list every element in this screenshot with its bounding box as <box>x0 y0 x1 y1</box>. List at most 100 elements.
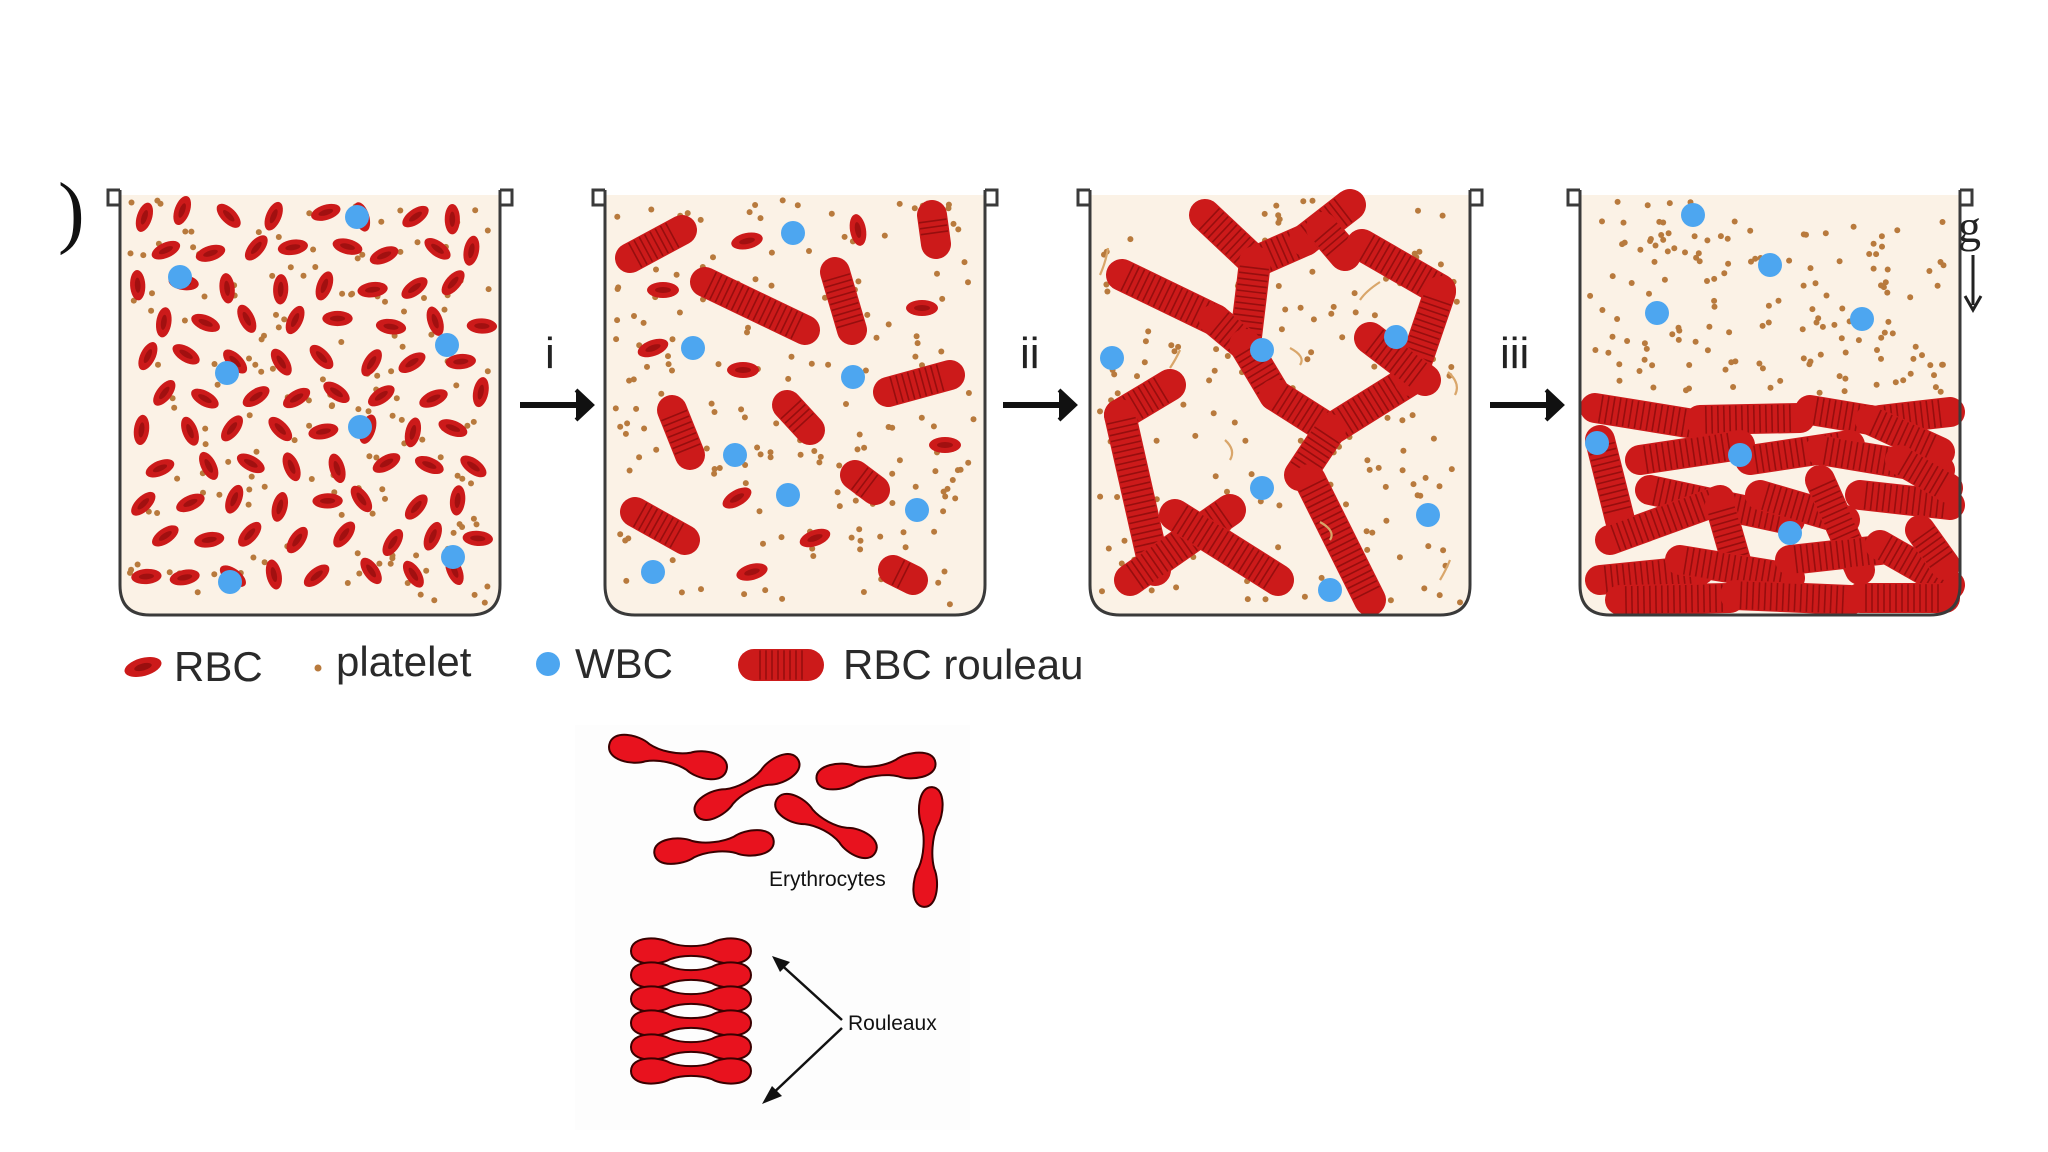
platelet <box>653 266 659 273</box>
step-label-i: i <box>545 329 555 378</box>
platelet <box>202 425 209 432</box>
platelet <box>836 503 843 510</box>
platelet <box>1665 230 1672 237</box>
platelet <box>779 595 786 602</box>
platelet <box>1210 410 1217 417</box>
platelet <box>1097 408 1103 415</box>
platelet <box>678 589 685 596</box>
platelet <box>437 454 444 461</box>
platelet <box>485 286 492 293</box>
platelet <box>1747 227 1754 234</box>
beaker-3-contents <box>1097 189 1463 616</box>
platelet <box>399 343 406 350</box>
platelet <box>421 295 427 301</box>
platelet <box>746 209 753 216</box>
platelet <box>1732 358 1739 365</box>
platelet <box>354 255 361 262</box>
platelet <box>857 537 864 544</box>
platelet <box>817 453 824 460</box>
platelet <box>1866 251 1873 257</box>
platelet <box>889 470 896 477</box>
platelet <box>1244 596 1251 603</box>
platelet <box>938 348 945 355</box>
platelet <box>918 414 925 421</box>
platelet <box>912 353 919 360</box>
platelet <box>626 467 633 474</box>
wbc <box>441 545 465 569</box>
platelet <box>1168 342 1175 349</box>
platelet <box>291 437 298 444</box>
platelet <box>1669 331 1676 338</box>
platelet <box>431 597 438 604</box>
platelet <box>308 476 315 482</box>
platelet <box>1366 466 1373 473</box>
platelet <box>182 228 189 235</box>
platelet <box>258 336 265 343</box>
platelet <box>155 361 161 368</box>
inset-erythrocytes <box>608 733 944 908</box>
platelet <box>365 408 372 415</box>
platelet <box>1410 481 1417 488</box>
platelet <box>339 290 346 297</box>
platelet <box>1262 596 1269 603</box>
platelet <box>1171 348 1178 355</box>
platelet <box>287 264 294 271</box>
platelet <box>1192 432 1199 439</box>
platelet <box>698 586 704 593</box>
platelet <box>211 571 218 578</box>
wbc <box>1850 307 1874 331</box>
gravity-indicator: g <box>1958 201 1983 314</box>
platelet <box>744 329 750 336</box>
platelet <box>862 367 869 374</box>
platelet <box>1816 389 1823 396</box>
platelet <box>1422 474 1429 481</box>
step-arrow-i: i <box>520 329 595 422</box>
platelet <box>785 375 792 382</box>
platelet <box>665 353 671 360</box>
flow-arrow <box>1447 371 1458 396</box>
platelet <box>1364 457 1371 464</box>
beaker-2-short-rouleaux <box>591 188 999 617</box>
platelet <box>626 377 633 384</box>
platelet <box>1756 360 1763 367</box>
platelet <box>1696 258 1703 265</box>
platelet <box>1842 375 1849 382</box>
platelet <box>1439 212 1446 219</box>
rbc-rouleau <box>1905 515 1960 580</box>
wbc <box>435 333 459 357</box>
platelet <box>1382 483 1389 490</box>
platelet <box>1211 367 1218 374</box>
platelet <box>1900 377 1907 384</box>
legend-rouleau-label: RBC rouleau <box>843 641 1083 688</box>
wbc <box>1778 521 1802 545</box>
platelet <box>1704 347 1711 354</box>
rbc-rouleau <box>878 555 928 595</box>
platelet <box>756 508 763 515</box>
platelet <box>1676 327 1683 334</box>
platelet <box>1682 249 1688 256</box>
platelet <box>456 521 463 528</box>
platelet <box>281 316 288 323</box>
platelet <box>468 480 474 487</box>
platelet <box>1180 401 1187 408</box>
platelet <box>1932 384 1939 391</box>
platelet <box>881 232 888 239</box>
platelet <box>711 466 718 472</box>
platelet <box>1878 334 1885 341</box>
platelet <box>453 382 460 389</box>
platelet <box>669 367 675 374</box>
platelet <box>1660 236 1667 243</box>
platelet <box>1650 384 1657 391</box>
legend-rbc: RBC <box>124 643 263 690</box>
inset-erythrocyte <box>608 733 728 781</box>
wbc <box>1728 443 1752 467</box>
platelet <box>1910 355 1917 362</box>
platelet <box>932 468 939 475</box>
platelet <box>741 414 748 421</box>
platelet <box>1730 384 1737 390</box>
platelet <box>1148 587 1155 594</box>
platelet <box>1616 377 1623 384</box>
platelet <box>653 446 660 453</box>
platelet <box>376 560 383 567</box>
platelet <box>1111 371 1118 378</box>
